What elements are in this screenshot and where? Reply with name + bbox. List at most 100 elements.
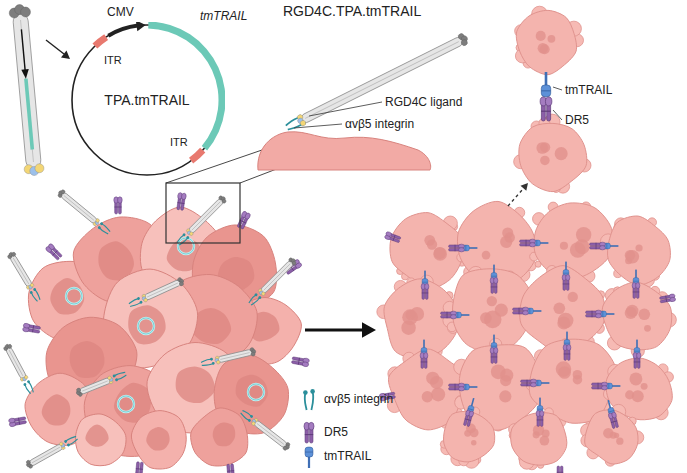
integrin-chain [31,292,37,302]
dr5-receptor [632,283,640,299]
cell-nucleus [213,423,236,447]
integrin [29,287,42,302]
integrin-chain [240,413,250,421]
phage-genome [32,447,60,463]
nuclear-fragment [610,432,617,439]
part-label: ITR [170,136,188,148]
nuclear-fragment [533,431,540,438]
tmtrail-band [491,346,497,347]
dr5-band [18,418,19,425]
tmtrail-dr5-complex [633,340,641,369]
phage-capsid-protein [179,281,184,286]
integrin-chain [251,297,260,306]
dr5-receptor [449,383,465,391]
dr5-band [598,383,599,389]
legend-row: tmTRAIL [299,445,371,469]
integrin-head [254,293,258,297]
dr5-domain [309,422,315,430]
integrin [128,296,143,308]
nuclear-fragment [422,391,433,402]
tmtrail-stalk [540,242,549,244]
cell-surface [258,132,431,170]
integrin-chain [117,375,127,380]
phage-capsid-protein [20,7,31,18]
integrin [175,232,189,246]
apoptotic-cell [511,413,567,466]
integrin-head [137,297,141,301]
integrin-chain [25,384,31,394]
dr5-receptor [520,239,536,247]
label-box: DR5 [565,110,589,128]
dr5-band [563,283,569,284]
nuclear-fragment [433,247,447,261]
nuclear-fragment [576,227,591,242]
dr5-domain [566,275,570,281]
tmtrail-stalk [636,340,638,349]
integrin-head [247,418,251,422]
integrin-chain [201,359,212,363]
tmtrail-stalk [545,72,548,86]
cell-nucleus [70,341,105,378]
dr5-receptor [540,97,552,121]
dr5-domain [468,411,474,418]
nuclear-fragment [635,244,642,251]
tmtrail-band [563,273,569,274]
tmtrail-stalk [423,340,425,349]
dr5-band [455,384,456,390]
tmtrail-band [468,409,474,410]
phage-coat [29,443,64,466]
nuclear-fragment [558,313,574,329]
transduced-marker [118,396,134,412]
tmtrail-dr5-complex [590,242,619,250]
transgene-cassette [24,79,34,150]
integrin-head [97,226,101,230]
dr5-receptor [562,275,570,291]
nuclear-fragment [553,302,565,314]
label-box: tmTRAIL [565,80,612,98]
phage-coat [253,420,288,449]
integrin-head [67,443,71,447]
phage-genome [257,423,284,444]
dr5-domain [181,193,186,200]
tmtrail-dr5-complex [490,335,498,364]
dr5-band [526,240,527,246]
dr5-receptor [536,411,544,427]
rgd4c-ligand [251,421,256,426]
dr5-band [564,353,570,354]
tmtrail-dr5-complex [421,271,429,300]
phage-capsid-protein [11,252,16,257]
dr5-domain [118,197,123,203]
dr5-chain [135,462,139,473]
dr5-receptor [22,323,40,334]
cmv-arrowhead [136,22,146,31]
dr5-band [178,202,185,204]
integrin [97,222,112,236]
dr5-domain [602,386,608,390]
nuclear-fragment [625,307,637,319]
tmtrail-band [541,90,550,91]
dr5-domain [596,314,602,318]
tmtrail-dr5-complex [632,270,640,299]
transduced-marker [138,318,154,334]
transduced-marker [178,238,194,254]
cell-nucleus [42,394,71,425]
phage-coat [9,254,32,287]
transduced-marker [178,238,194,254]
dr5-domain [302,361,309,367]
tmtrail-dr5-complex [441,311,470,319]
dr5-band [611,421,617,423]
nuclear-fragment [638,308,650,320]
dr5-receptor [608,412,620,429]
tmtrail-ligand [305,447,313,468]
dr5-domain [540,411,544,417]
dr5-band [465,419,471,421]
integrin [239,409,254,423]
receptor-binding-inset [514,6,591,193]
integrin-head [112,374,116,378]
itr-segment [189,148,205,164]
dr5-receptor [590,242,606,250]
label-box: RGD4C.TPA.tmTRAIL [283,2,421,20]
arrowhead [61,51,70,59]
integrin-head [310,389,315,394]
transgene-segment [148,22,225,150]
